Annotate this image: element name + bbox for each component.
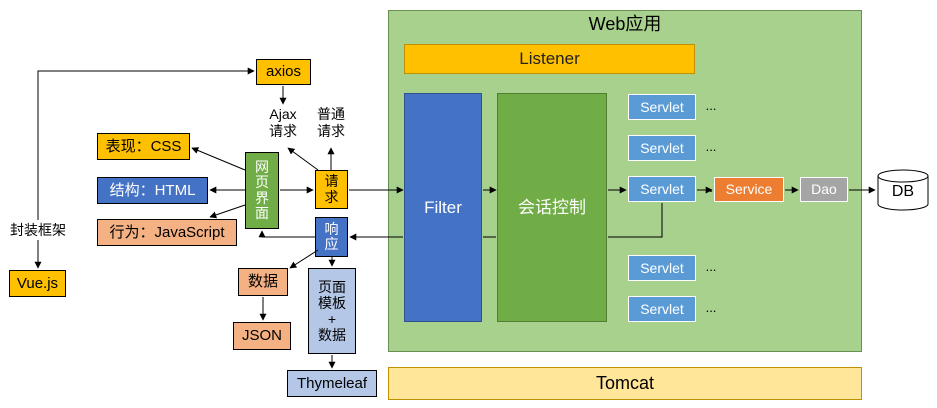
servlet-ellipsis-4: ... bbox=[705, 259, 717, 274]
ajax-request-label: Ajax 请求 bbox=[260, 106, 306, 140]
db-label: DB bbox=[891, 183, 915, 200]
service-box: Service bbox=[714, 177, 784, 202]
servlet-box-4: Servlet bbox=[628, 255, 696, 281]
dao-box: Dao bbox=[800, 177, 848, 202]
normal-request-label: 普通 请求 bbox=[308, 106, 354, 140]
template-data-box: 页面 模板 + 数据 bbox=[308, 268, 356, 354]
servlet-ellipsis-2: ... bbox=[705, 139, 717, 154]
session-control-box: 会话控制 bbox=[497, 93, 607, 322]
filter-box: Filter bbox=[404, 93, 482, 322]
request-to-ajax-arrow bbox=[287, 147, 319, 171]
data-box: 数据 bbox=[238, 268, 288, 296]
response-to-page-arrow bbox=[258, 230, 315, 238]
servlet-ellipsis-1: ... bbox=[705, 98, 717, 113]
template-data-text: 页面 模板 + 数据 bbox=[318, 278, 346, 344]
listener-box: Listener bbox=[404, 44, 695, 74]
normal-request-text: 普通 请求 bbox=[317, 106, 345, 139]
structure-html-box: 结构：HTML bbox=[97, 177, 208, 204]
response-to-data-arrow bbox=[289, 249, 319, 269]
response-text: 响 应 bbox=[324, 220, 339, 252]
webpage-ui-text: 网 页 界 面 bbox=[255, 158, 269, 221]
page-to-js-arrow bbox=[209, 204, 246, 219]
servlet-return-line bbox=[608, 203, 663, 238]
framework-to-axios-arrow bbox=[37, 67, 255, 220]
vuejs-box: Vue.js bbox=[9, 270, 66, 297]
behavior-js-box: 行为：JavaScript bbox=[97, 219, 237, 246]
axios-box: axios bbox=[256, 59, 311, 85]
page-to-css-arrow bbox=[191, 147, 246, 171]
presentation-css-box: 表现：CSS bbox=[97, 133, 190, 160]
db-cylinder-icon bbox=[877, 169, 929, 211]
wrap-framework-label: 封装框架 bbox=[10, 222, 66, 238]
request-text: 请 求 bbox=[324, 173, 339, 205]
thymeleaf-box: Thymeleaf bbox=[287, 370, 377, 397]
servlet-box-3: Servlet bbox=[628, 176, 696, 202]
servlet-ellipsis-5: ... bbox=[705, 300, 717, 315]
servlet-box-1: Servlet bbox=[628, 94, 696, 120]
servlet-box-5: Servlet bbox=[628, 296, 696, 322]
servlet-box-2: Servlet bbox=[628, 135, 696, 161]
request-box: 请 求 bbox=[315, 170, 348, 209]
webpage-ui-box: 网 页 界 面 bbox=[245, 152, 279, 229]
ajax-request-text: Ajax 请求 bbox=[269, 106, 297, 139]
tomcat-box: Tomcat bbox=[388, 367, 862, 400]
response-box: 响 应 bbox=[315, 217, 348, 257]
webapp-title: Web应用 bbox=[588, 14, 662, 34]
json-box: JSON bbox=[233, 322, 291, 350]
